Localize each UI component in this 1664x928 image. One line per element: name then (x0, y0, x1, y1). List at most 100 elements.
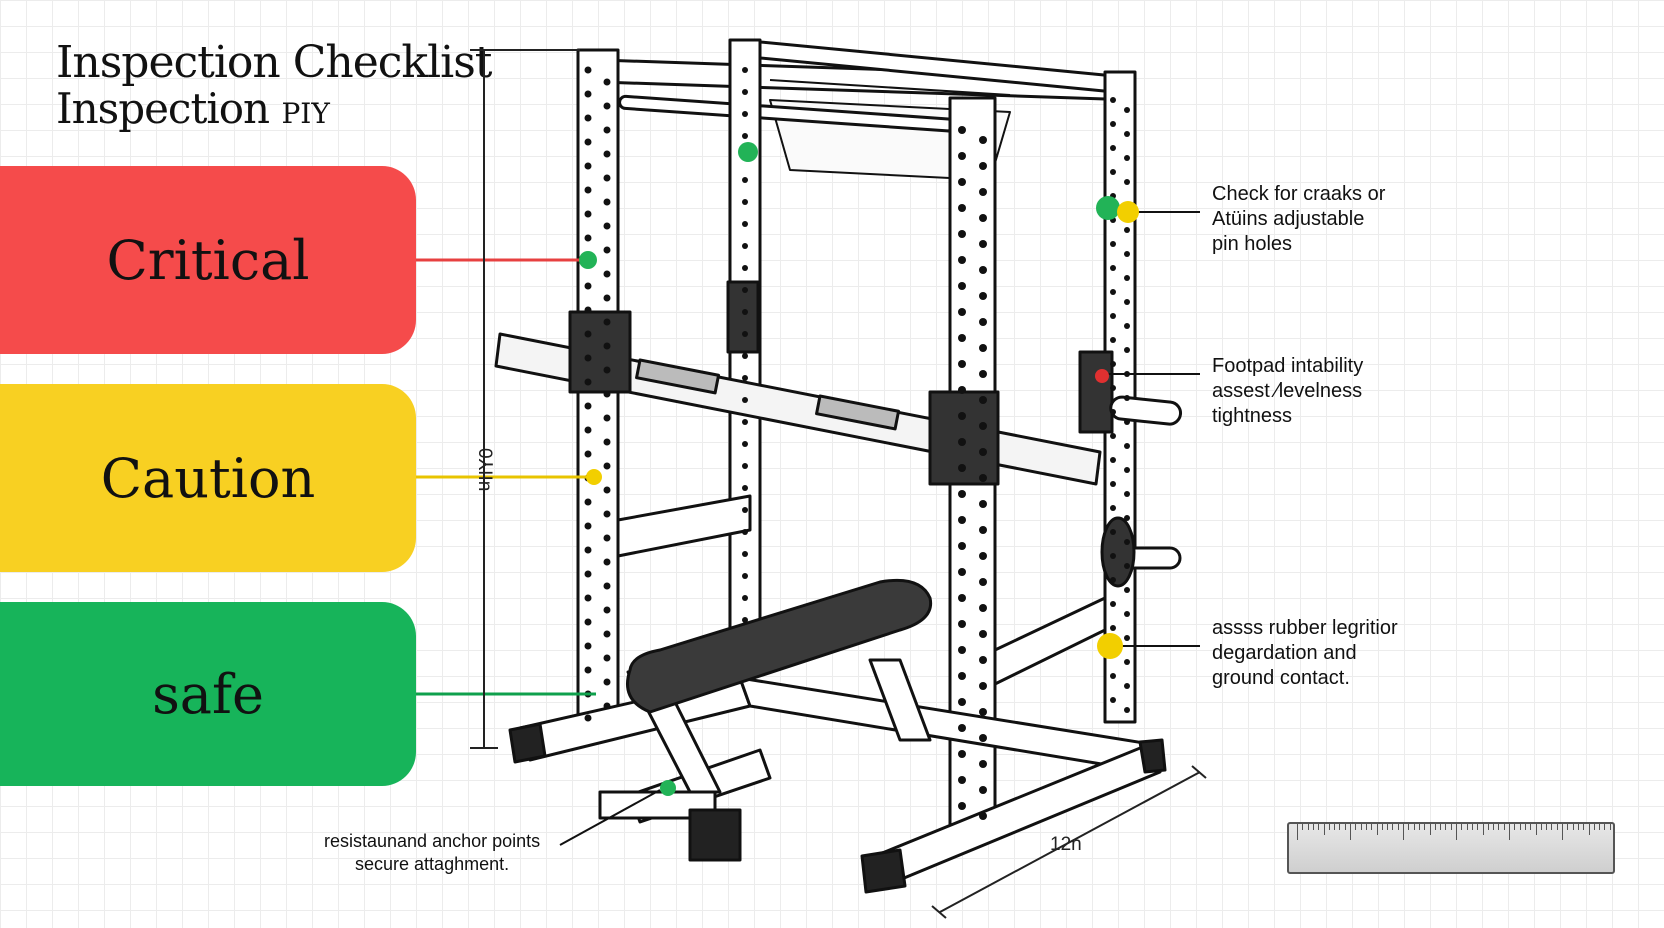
ruler-tick (1540, 824, 1542, 830)
adjustment-hole (584, 666, 592, 674)
ruler-tick (1572, 824, 1574, 830)
ruler-tick (1456, 824, 1457, 840)
callout-bottom-left: resistaunand anchor points secure attagh… (324, 831, 541, 874)
adjustment-hole (584, 402, 592, 410)
adjustment-hole (1124, 587, 1130, 593)
status-label-critical: Critical (106, 228, 310, 292)
adjustment-hole (742, 243, 748, 249)
ruler-tick (1339, 824, 1341, 830)
adjustment-hole (603, 174, 611, 182)
critical-inspection-dot (579, 251, 597, 269)
adjustment-hole (742, 265, 748, 271)
callout-bottom-right: assss rubber legritior degardation and g… (1212, 617, 1398, 689)
adjustment-hole (1124, 563, 1130, 569)
adjustment-hole (1124, 683, 1130, 689)
adjustment-hole (742, 397, 748, 403)
adjustment-hole (1110, 289, 1116, 295)
adjustment-hole (1124, 251, 1130, 257)
adjustment-hole (979, 370, 987, 378)
ruler-tick (1318, 824, 1320, 830)
adjustment-hole (979, 734, 987, 742)
height-dimension-label: 0⅄IIn (474, 448, 495, 492)
adjustment-hole (958, 438, 966, 446)
adjustment-hole (742, 375, 748, 381)
adjustment-hole (1124, 107, 1130, 113)
ruler-tick (1365, 824, 1367, 830)
adjustment-hole (958, 412, 966, 420)
adjustment-hole (1110, 385, 1116, 391)
adjustment-hole (958, 230, 966, 238)
ruler-tick (1355, 824, 1357, 830)
adjustment-hole (584, 234, 592, 242)
adjustment-hole (979, 656, 987, 664)
adjustment-hole (603, 702, 611, 710)
adjustment-hole (958, 152, 966, 160)
ruler-tick (1562, 824, 1563, 840)
adjustment-hole (979, 396, 987, 404)
adjustment-hole (742, 419, 748, 425)
adjustment-hole (742, 529, 748, 535)
adjustment-hole (1124, 347, 1130, 353)
status-card-safe: safe (0, 602, 416, 786)
ruler-tick (1466, 824, 1468, 830)
adjustment-hole (979, 448, 987, 456)
adjustment-hole (584, 90, 592, 98)
adjustment-hole (979, 708, 987, 716)
adjustment-hole (979, 240, 987, 248)
adjustment-hole (1110, 505, 1116, 511)
adjustment-hole (1110, 601, 1116, 607)
adjustment-hole (603, 366, 611, 374)
adjustment-hole (584, 570, 592, 578)
ruler-tick (1530, 824, 1532, 830)
adjustment-hole (1124, 227, 1130, 233)
ruler-tick (1487, 824, 1489, 830)
adjustment-hole (742, 441, 748, 447)
ruler-tick (1424, 824, 1426, 830)
adjustment-hole (958, 386, 966, 394)
adjustment-hole (979, 760, 987, 768)
adjustment-hole (603, 510, 611, 518)
status-card-caution: Caution (0, 384, 416, 572)
adjustment-hole (742, 617, 748, 623)
adjustment-hole (584, 426, 592, 434)
ruler-tick (1334, 824, 1336, 830)
adjustment-hole (584, 450, 592, 458)
adjustment-hole (584, 306, 592, 314)
adjustment-hole (603, 654, 611, 662)
adjustment-hole (979, 188, 987, 196)
ruler-tick (1413, 824, 1415, 830)
adjustment-hole (1124, 467, 1130, 473)
adjustment-hole (603, 534, 611, 542)
adjustment-hole (1110, 313, 1116, 319)
adjustment-hole (603, 150, 611, 158)
adjustment-hole (584, 66, 592, 74)
ruler-tick (1445, 824, 1447, 830)
ruler-tick (1519, 824, 1521, 830)
adjustment-hole (958, 646, 966, 654)
adjustment-hole (979, 266, 987, 274)
ruler-tick (1567, 824, 1569, 830)
depth-dimension (931, 765, 1207, 919)
adjustment-hole (979, 422, 987, 430)
adjustment-hole (742, 551, 748, 557)
top-right-green-dot (1096, 196, 1120, 220)
adjustment-hole (1110, 697, 1116, 703)
ruler-tick (1593, 824, 1595, 830)
ruler-tick (1307, 824, 1309, 830)
adjustment-hole (603, 246, 611, 254)
ruler-tick (1599, 824, 1601, 830)
adjustment-hole (1110, 457, 1116, 463)
ruler-tick (1302, 824, 1304, 830)
height-dimension (470, 49, 580, 749)
bottom-left-leader (559, 789, 661, 846)
ruler-tick (1450, 824, 1452, 830)
ruler-tick (1493, 824, 1495, 830)
ruler-tick (1408, 824, 1410, 830)
ruler-tick (1312, 824, 1314, 830)
adjustment-hole (979, 578, 987, 586)
adjustment-hole (979, 318, 987, 326)
adjustment-hole (979, 500, 987, 508)
adjustment-hole (1124, 539, 1130, 545)
ruler-tick (1418, 824, 1420, 830)
adjustment-hole (1124, 707, 1130, 713)
